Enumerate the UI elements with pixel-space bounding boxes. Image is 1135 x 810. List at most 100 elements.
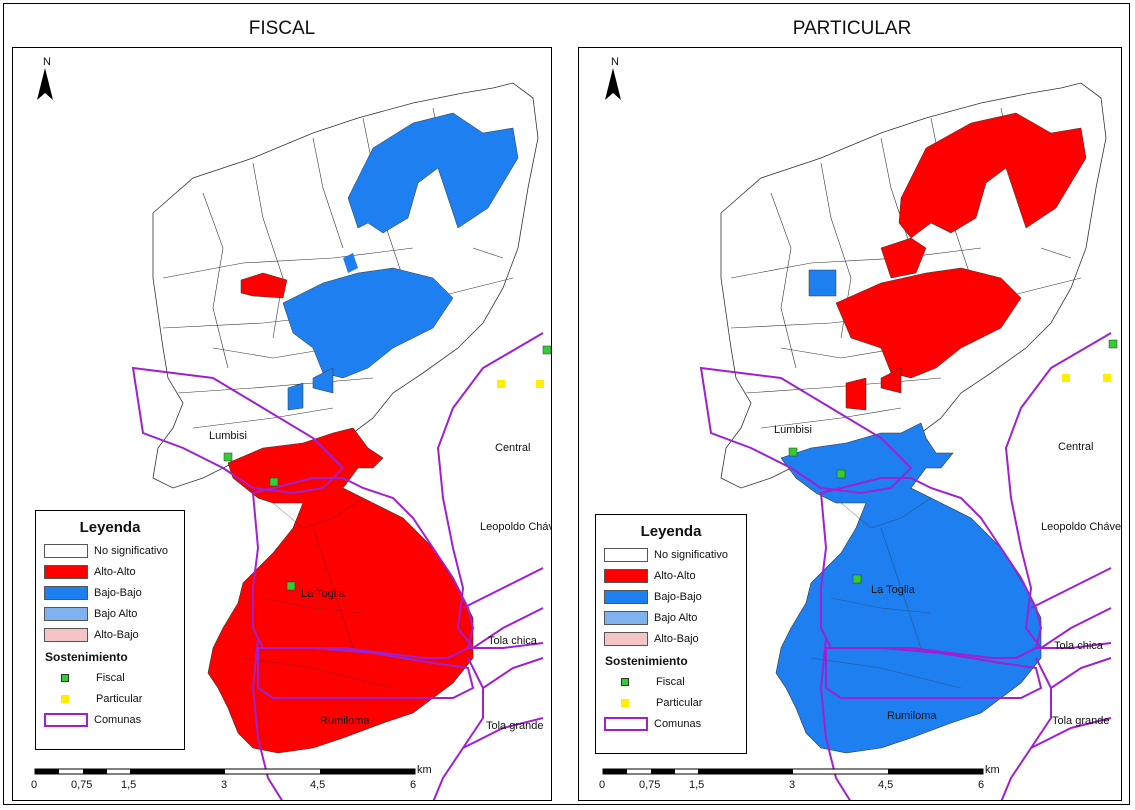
north-cluster-patch[interactable] bbox=[880, 237, 927, 279]
scale-tick: 4,5 bbox=[878, 779, 893, 791]
north-cluster[interactable] bbox=[898, 112, 1087, 239]
legend-label: Alto-Alto bbox=[654, 569, 696, 582]
particular-point[interactable] bbox=[497, 380, 505, 388]
place-label: Tola grande bbox=[1052, 715, 1110, 727]
legend-item: No significativo bbox=[596, 544, 746, 565]
legend-swatch bbox=[604, 547, 648, 562]
legend: Leyenda No significativo Alto-Alto Bajo-… bbox=[35, 510, 185, 750]
fiscal-marker-icon bbox=[621, 677, 629, 686]
scale-unit: km bbox=[985, 764, 1000, 776]
particular-point[interactable] bbox=[1062, 374, 1070, 382]
legend-item: Fiscal bbox=[596, 671, 746, 692]
central-cluster-tail[interactable] bbox=[312, 367, 334, 394]
legend-label: Bajo Alto bbox=[94, 607, 138, 620]
west-patch[interactable] bbox=[808, 269, 837, 297]
legend-item: Bajo-Bajo bbox=[36, 582, 184, 603]
fiscal-point[interactable] bbox=[852, 574, 862, 584]
legend-label: Bajo-Bajo bbox=[94, 586, 142, 599]
central-cluster[interactable] bbox=[282, 267, 454, 379]
legend-swatch bbox=[44, 606, 88, 621]
scale-tick: 3 bbox=[221, 779, 227, 791]
legend-label: Bajo Alto bbox=[654, 611, 698, 624]
particular-point[interactable] bbox=[536, 380, 544, 388]
fiscal-point[interactable] bbox=[788, 447, 798, 457]
legend-swatch bbox=[604, 568, 648, 583]
west-patch[interactable] bbox=[240, 272, 288, 299]
scale-tick: 3 bbox=[789, 779, 795, 791]
central-cluster-tail[interactable] bbox=[880, 367, 902, 394]
particular-marker-icon bbox=[621, 698, 629, 707]
fiscal-point[interactable] bbox=[269, 477, 279, 487]
legend-label: Bajo-Bajo bbox=[654, 590, 702, 603]
place-label: Leopoldo Chávez bbox=[1041, 521, 1122, 533]
legend-item: Particular bbox=[36, 688, 184, 709]
small-patch[interactable] bbox=[845, 377, 867, 411]
legend-swatch bbox=[44, 564, 88, 579]
place-label: Lumbisi bbox=[774, 424, 812, 436]
panel-title-fiscal: FISCAL bbox=[248, 18, 316, 39]
legend: Leyenda No significativo Alto-Alto Bajo-… bbox=[595, 514, 747, 754]
legend-label: Alto-Alto bbox=[94, 565, 136, 578]
particular-point[interactable] bbox=[1103, 374, 1111, 382]
place-label: Central bbox=[495, 442, 530, 454]
fiscal-point[interactable] bbox=[286, 581, 296, 591]
legend-item: Fiscal bbox=[36, 667, 184, 688]
legend-item: Bajo-Bajo bbox=[596, 586, 746, 607]
south-zone[interactable] bbox=[207, 427, 474, 754]
scale-tick: 6 bbox=[410, 779, 416, 791]
north-cluster[interactable] bbox=[347, 112, 519, 234]
legend-title: Leyenda bbox=[79, 519, 141, 536]
legend-item: Particular bbox=[596, 692, 746, 713]
legend-title: Leyenda bbox=[640, 523, 702, 540]
legend-swatch bbox=[44, 585, 88, 600]
legend-item: Bajo Alto bbox=[36, 603, 184, 624]
legend-label: Alto-Bajo bbox=[94, 628, 139, 641]
legend-label: Alto-Bajo bbox=[654, 632, 699, 645]
scale-unit: km bbox=[417, 764, 432, 776]
scale-tick: 0 bbox=[599, 779, 605, 791]
scale-tick: 1,5 bbox=[121, 779, 136, 791]
legend-subtitle: Sostenimiento bbox=[605, 654, 688, 668]
small-spot[interactable] bbox=[343, 253, 358, 273]
legend-subtitle: Sostenimiento bbox=[45, 650, 128, 664]
fiscal-point[interactable] bbox=[836, 469, 846, 479]
place-label: Tola chica bbox=[488, 635, 538, 647]
scale-bar: 0 0,75 1,5 3 4,5 6 km bbox=[31, 764, 432, 791]
legend-swatch bbox=[604, 610, 648, 625]
small-patch[interactable] bbox=[287, 382, 304, 411]
fiscal-marker-icon bbox=[61, 673, 69, 682]
scale-tick: 0,75 bbox=[639, 779, 660, 791]
legend-label: Fiscal bbox=[656, 675, 685, 688]
place-label: Central bbox=[1058, 441, 1093, 453]
central-cluster[interactable] bbox=[835, 267, 1022, 379]
place-label: La Toglla bbox=[871, 584, 916, 596]
scale-tick: 0,75 bbox=[71, 779, 92, 791]
legend-swatch bbox=[44, 627, 88, 642]
legend-swatch bbox=[604, 589, 648, 604]
map-panel-fiscal: N bbox=[12, 47, 552, 801]
north-arrow-icon bbox=[37, 68, 53, 100]
map-canvas: N bbox=[31, 56, 551, 800]
particular-marker-icon bbox=[61, 694, 69, 703]
place-label: Tola chica bbox=[1054, 640, 1104, 652]
comunas-swatch bbox=[604, 716, 648, 731]
fiscal-point[interactable] bbox=[223, 452, 233, 462]
fiscal-point[interactable] bbox=[1108, 339, 1118, 349]
scale-tick: 1,5 bbox=[689, 779, 704, 791]
south-boundaries bbox=[810, 497, 962, 689]
north-arrow-icon bbox=[605, 68, 621, 100]
south-zone[interactable] bbox=[775, 422, 1042, 754]
legend-item: Alto-Alto bbox=[36, 561, 184, 582]
place-label: Rumiloma bbox=[887, 710, 937, 722]
map-canvas: N bbox=[599, 56, 1122, 800]
comunas-swatch bbox=[44, 712, 88, 727]
legend-item: Alto-Alto bbox=[596, 565, 746, 586]
comunas-outlines bbox=[699, 332, 1112, 800]
south-boundaries bbox=[242, 497, 394, 689]
legend-swatch bbox=[604, 631, 648, 646]
fiscal-point[interactable] bbox=[542, 345, 551, 355]
comunas-outlines bbox=[131, 332, 544, 800]
scale-bar: 0 0,75 1,5 3 4,5 6 km bbox=[599, 764, 1000, 791]
legend-item: Alto-Bajo bbox=[596, 628, 746, 649]
map-panel-particular: N bbox=[578, 47, 1122, 801]
